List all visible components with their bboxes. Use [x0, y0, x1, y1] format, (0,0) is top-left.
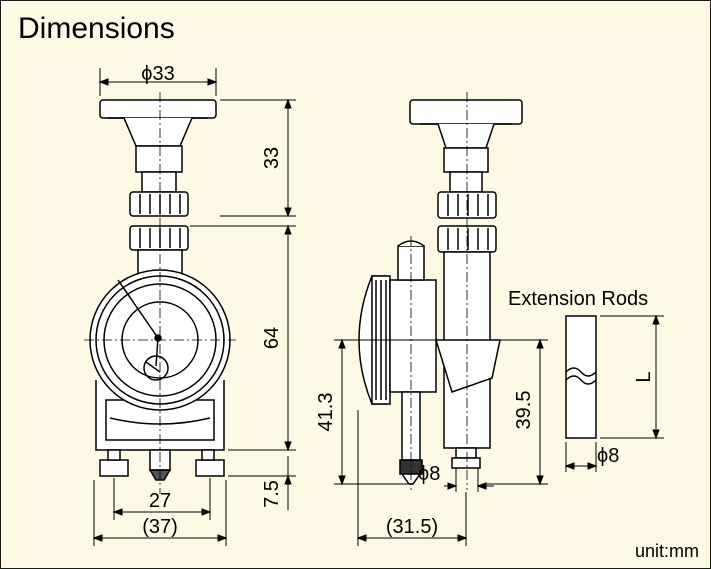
foot-height-label: 7.5: [261, 480, 283, 508]
extension-rod-dimensions: [564, 314, 664, 472]
unit-note: unit:mm: [635, 541, 699, 561]
front-view: [84, 92, 236, 494]
rod-length-label: L: [633, 371, 655, 382]
side-view-dimensions: [334, 338, 548, 546]
extension-rod: [565, 315, 597, 439]
body-height-label: 64: [261, 327, 283, 349]
overall-depth-label: (31.5): [386, 516, 438, 538]
extension-rods-title: Extension Rods: [508, 288, 648, 310]
contact-height-label: 41.3: [315, 393, 337, 432]
page-title: Dimensions: [18, 12, 175, 45]
side-view: [358, 92, 523, 490]
spindle-diameter-label: ϕ8: [418, 463, 440, 485]
overall-width-label: (37): [142, 516, 178, 538]
knob-diameter-label: ϕ33: [141, 63, 174, 85]
knob-height-label: 33: [261, 147, 283, 169]
foot-spacing-label: 27: [149, 490, 171, 512]
front-view-dimensions: [92, 68, 296, 546]
rod-diameter-label: ϕ8: [597, 445, 619, 467]
base-height-label: 39.5: [513, 391, 535, 430]
